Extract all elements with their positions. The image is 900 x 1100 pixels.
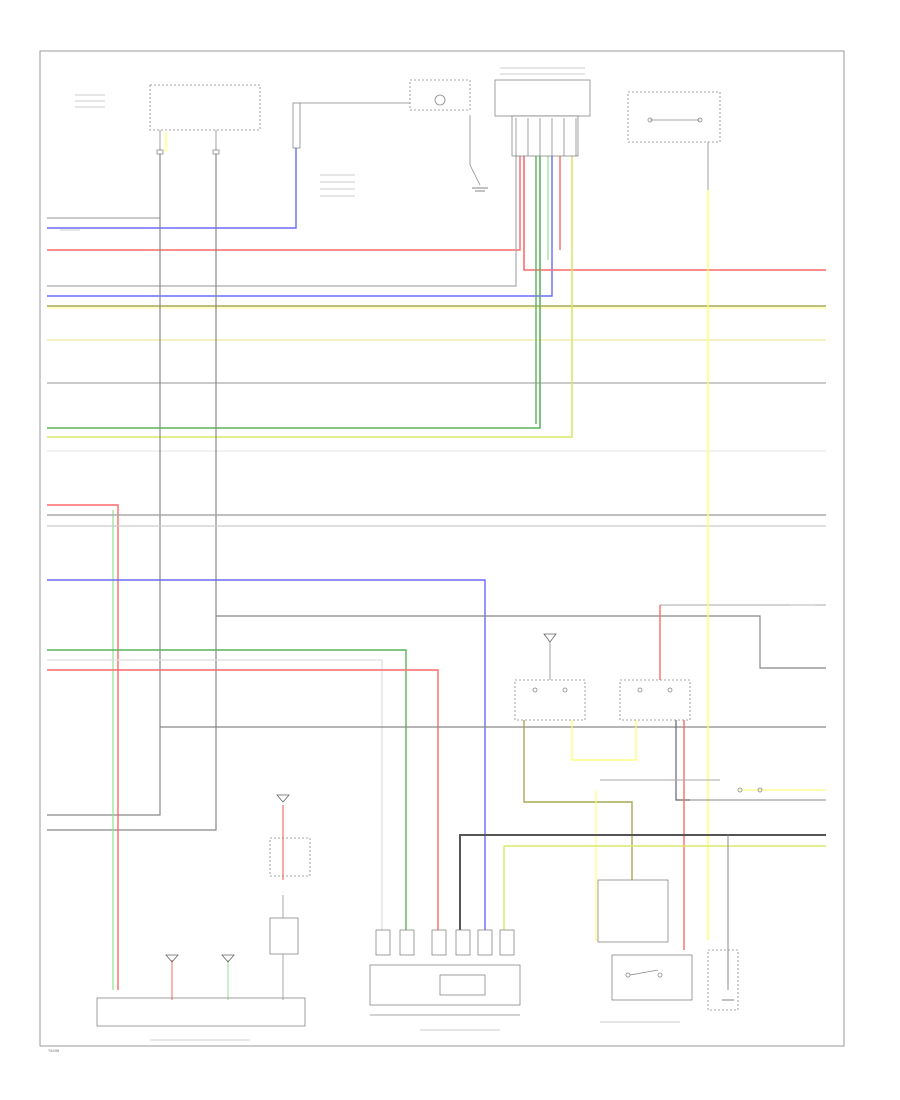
component-layer [60,67,815,1041]
diagram-frame [39,50,845,1047]
bottom-left-module [96,794,311,1027]
top-center-component [292,79,488,192]
page-code: T6498 [47,1049,60,1053]
wire-red-top [47,118,521,251]
top-right-connector [494,79,591,157]
wire-blk-vert-left [47,150,161,816]
wire-red-right [523,118,826,271]
illegible-labels [60,67,815,1041]
relay-right [619,679,691,721]
wire-grn-yel [47,118,573,438]
lower-right-switch [597,787,763,1001]
relay-left [514,679,586,721]
wire-olive-relay-left [523,720,633,880]
wire-white-mid [47,659,383,935]
wire-layer [47,103,826,1000]
top-right-relay [627,91,721,190]
wire-blu-red [47,118,553,297]
wire-yel-grn-lower [503,845,826,935]
wire-yel-relay-bridge [571,720,637,761]
wire-grn-mid-left [47,649,407,935]
wire-blk-right-step [216,615,826,669]
top-left-connector [149,84,261,155]
wire-gray-top [47,118,517,287]
bottom-right-sensor [707,949,739,1011]
wire-grn-blk [47,118,541,429]
wire-red-mid [47,669,439,935]
wire-blu-yel-top [47,103,297,229]
ground-mid [543,633,557,680]
wire-blk-vert-right [47,150,217,831]
bottom-center-module [369,929,521,1016]
wire-blk-heavy-right [459,834,826,935]
wire-blk-relay-right [675,720,690,801]
wire-blu-mid [47,579,486,935]
wire-red-blk [47,504,119,990]
